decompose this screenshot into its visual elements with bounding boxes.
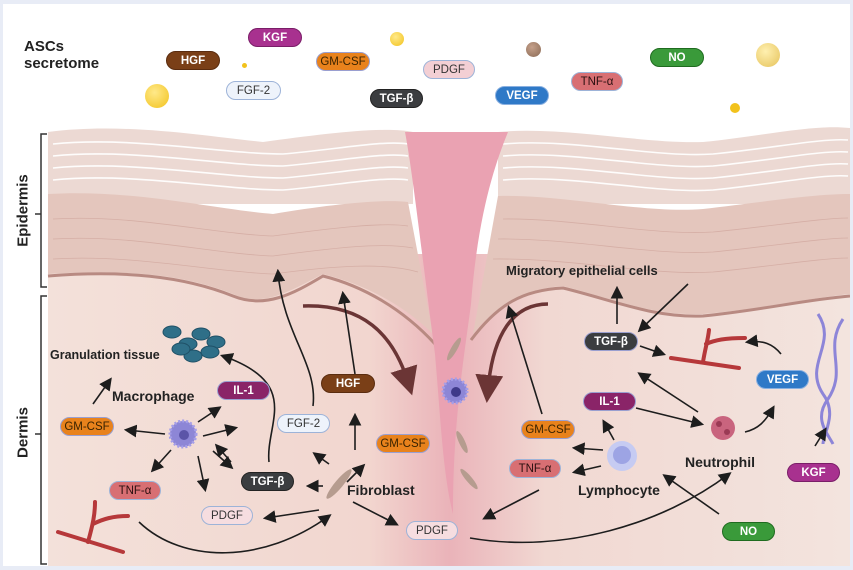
epidermis-label: Epidermis (14, 174, 32, 247)
secretome-factor-tgfb: TGF-β (370, 89, 423, 108)
secretome-title-line2: secretome (24, 55, 100, 72)
factor-gmcsf-center: GM-CSF (376, 434, 430, 453)
factor-il1-right: IL-1 (583, 392, 636, 411)
migration-arrow-left (302, 304, 418, 396)
migratory-epithelial-cells-label: Migratory epithelial cells (506, 263, 658, 278)
vesicle-icon (390, 32, 404, 46)
macrophage-label: Macrophage (112, 388, 195, 404)
secretome-factor-vegf: VEGF (495, 86, 549, 105)
granulation-tissue-icon (162, 325, 226, 363)
factor-hgf: HGF (321, 374, 375, 393)
neutrophil-label: Neutrophil (685, 454, 755, 470)
secretome-title-line1: ASCs (24, 38, 65, 55)
lymphocyte-icon (607, 441, 637, 471)
layer-brackets (35, 133, 47, 565)
factor-no: NO (722, 522, 775, 541)
factor-vegf: VEGF (756, 370, 809, 389)
fibroblast-in-wound (447, 337, 461, 361)
factor-tgfb-right: TGF-β (584, 332, 638, 351)
secretome-factor-tnfa: TNF-α (571, 72, 623, 91)
epidermis-right (473, 194, 850, 334)
secretome-factor-hgf: HGF (166, 51, 220, 70)
stratum-corneum (48, 128, 413, 204)
keratin-lines (52, 138, 849, 192)
factor-kgf: KGF (787, 463, 840, 482)
vesicle-icon (526, 42, 541, 57)
factor-tgfb-left: TGF-β (241, 472, 294, 491)
skin-illustration (35, 127, 850, 566)
signaling-arrows (92, 268, 827, 554)
neutrophil-icon (711, 416, 735, 440)
secretome-factor-pdgf: PDGF (423, 60, 475, 79)
basement-membrane-right (469, 286, 850, 341)
secretome-factor-no: NO (650, 48, 704, 67)
wound (405, 132, 508, 514)
fibroblast-icon (326, 469, 352, 499)
secretome-factor-gmcsf: GM-CSF (316, 52, 370, 71)
secretome-factor-fgf2: FGF-2 (226, 81, 281, 100)
factor-gmcsf-right: GM-CSF (521, 420, 575, 439)
fibroblast-label: Fibroblast (347, 482, 415, 498)
dermis-label: Dermis (14, 407, 32, 458)
fibroblast-in-wound (460, 468, 478, 490)
lymphocyte-label: Lymphocyte (578, 482, 660, 498)
vesicle-icon (242, 63, 247, 68)
secretome-factor-kgf: KGF (248, 28, 302, 47)
cell-grid (52, 217, 849, 275)
factor-gmcsf-left: GM-CSF (60, 417, 114, 436)
macrophage-in-wound-icon (441, 377, 469, 405)
factor-tnfa-left: TNF-α (109, 481, 161, 500)
migration-arrow-right (475, 302, 549, 403)
basement-membrane-left (47, 272, 437, 346)
fibroblast-in-wound (456, 431, 468, 453)
granulation-tissue-label: Granulation tissue (50, 348, 160, 362)
factor-pdgf-center: PDGF (406, 521, 458, 540)
blood-vessel-right-icon (669, 328, 747, 370)
secretome-title: ASCs secretome (24, 38, 99, 72)
diagram-canvas: ASCs secretome HGF KGF FGF-2 GM-CSF TGF-… (3, 4, 850, 566)
factor-tnfa-right: TNF-α (509, 459, 561, 478)
vesicle-icon (756, 43, 780, 67)
factor-pdgf-left: PDGF (201, 506, 253, 525)
factor-il1-left: IL-1 (217, 381, 270, 400)
vesicle-icon (730, 103, 740, 113)
blood-vessel-left-icon (56, 500, 130, 554)
vesicle-icon (145, 84, 169, 108)
factor-fgf2: FGF-2 (277, 414, 330, 433)
macrophage-icon (168, 419, 198, 449)
